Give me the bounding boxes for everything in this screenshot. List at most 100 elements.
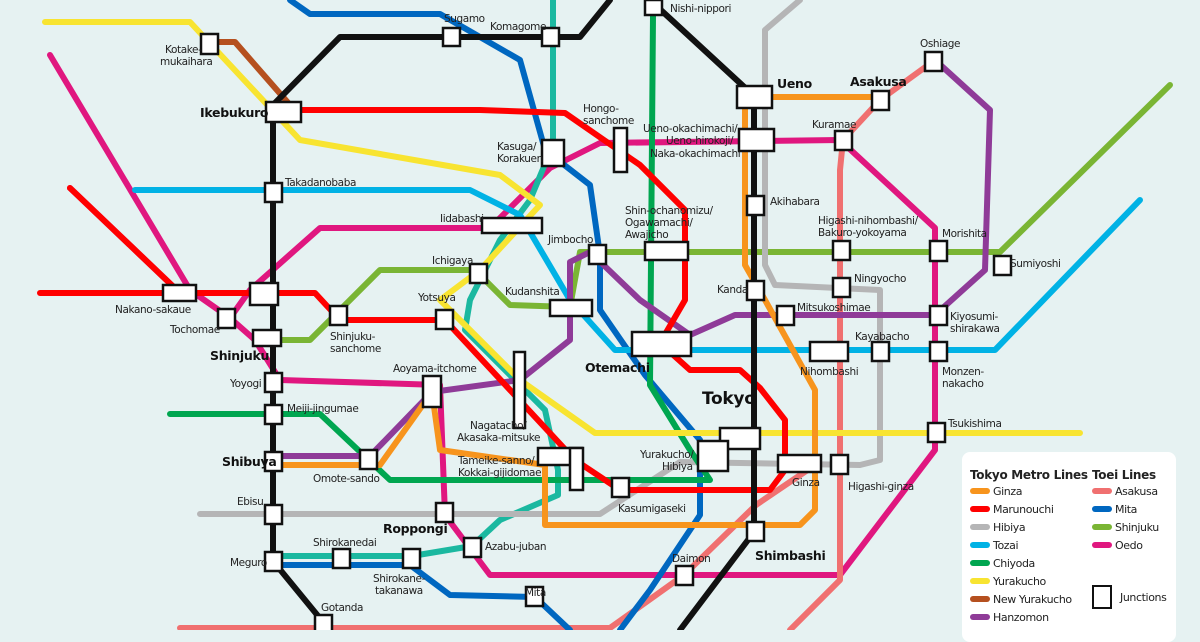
label-tochomae: Tochomae: [169, 324, 220, 336]
label-korakuen: Korakuen: [497, 153, 543, 165]
label-ueno-hirokoji: Ueno-hirokoji/: [666, 135, 734, 147]
legend-label: Junctions: [1120, 590, 1167, 604]
label-gotanda: Gotanda: [321, 602, 363, 614]
label-ebisu: Ebisu: [237, 496, 263, 508]
legend-metro: Tokyo Metro Lines Ginza Marunouchi Hibiy…: [970, 468, 1088, 626]
label-aoyama-itchome: Aoyama-itchome: [393, 363, 477, 375]
label-kotake: mukaihara: [160, 56, 212, 68]
label-ogawamachi: Ogawamachi/: [625, 217, 693, 229]
legend-metro-title: Tokyo Metro Lines: [970, 468, 1088, 482]
label-awajicho: Awajicho: [625, 229, 668, 241]
label-kasumigaseki: Kasumigaseki: [618, 503, 686, 515]
legend-item: New Yurakucho: [970, 590, 1088, 608]
junctions: [161, 0, 1013, 630]
legend-item: Chiyoda: [970, 554, 1088, 572]
label-otemachi: Otemachi: [585, 360, 650, 375]
label-nihombashi: Nihombashi: [800, 366, 858, 378]
label-morishita: Morishita: [942, 228, 987, 240]
label-ikebukuro: Ikebukuro: [200, 105, 269, 120]
label-sumiyoshi: Sumiyoshi: [1010, 258, 1061, 270]
label-nakano-sakaue: Nakano-sakaue: [115, 304, 191, 316]
label-yurakucho: Yurakucho/: [639, 449, 694, 461]
legend-label: New Yurakucho: [993, 592, 1072, 606]
legend-item: Mita: [1092, 500, 1166, 518]
legend-label: Marunouchi: [993, 502, 1054, 516]
legend-label: Shinjuku: [1115, 520, 1159, 534]
label-kanda: Kanda: [717, 284, 748, 296]
legend-item: Tozai: [970, 536, 1088, 554]
label-akihabara: Akihabara: [770, 196, 820, 208]
label-tsukishima: Tsukishima: [947, 418, 1002, 430]
map-legend: Tokyo Metro Lines Ginza Marunouchi Hibiy…: [962, 452, 1176, 642]
label-akasaka-mitsuke: Akasaka-mitsuke: [457, 432, 540, 444]
legend-item: Yurakucho: [970, 572, 1088, 590]
legend-label: Chiyoda: [993, 556, 1035, 570]
legend-item: Hanzomon: [970, 608, 1088, 626]
legend-toei: Toei Lines Asakusa Mita Shinjuku Oedo Ju…: [1092, 468, 1167, 609]
label-tokyo: Tokyo: [702, 389, 756, 409]
label-takadanobaba: Takadanobaba: [284, 177, 356, 189]
legend-label: Ginza: [993, 484, 1023, 498]
legend-toei-title: Toei Lines: [1092, 468, 1156, 482]
line-chiyoda: [167, 12, 713, 483]
legend-label: Yurakucho: [993, 574, 1046, 588]
label-azabu-juban: Azabu-juban: [485, 541, 546, 553]
legend-item: Oedo: [1092, 536, 1166, 554]
label-iidabashi: Iidabashi: [440, 213, 484, 225]
line-marunouchi-branch: [67, 185, 183, 296]
label-kasuga: Kasuga/: [497, 141, 537, 153]
legend-label: Mita: [1115, 502, 1138, 516]
legend-item: Asakusa: [1092, 482, 1166, 500]
line-mita-south: [270, 562, 573, 630]
label-meiji-jingumae: Meiji-jingumae: [287, 403, 358, 415]
label-ichigaya: Ichigaya: [432, 255, 473, 267]
label-nagatacho: Nagatacho/: [470, 420, 527, 432]
label-shimbashi: Shimbashi: [755, 548, 826, 563]
label-mitsukoshimae: Mitsukoshimae: [797, 302, 870, 314]
legend-label: Hanzomon: [993, 610, 1049, 624]
label-shin-ochanomizu: Shin-ochanomizu/: [625, 205, 714, 217]
line-new-yurakucho: [207, 39, 293, 108]
label-kayabacho: Kayabacho: [855, 331, 909, 343]
label-kudanshita: Kudanshita: [505, 286, 559, 298]
legend-junctions: Junctions: [1092, 585, 1167, 609]
label-shinjuku: Shinjuku: [210, 348, 269, 363]
label-ueno: Ueno: [777, 76, 813, 91]
label-monzen-nakacho: nakacho: [942, 378, 983, 390]
label-hibiya: Hibiya: [662, 461, 693, 473]
label-yoyogi: Yoyogi: [229, 378, 261, 390]
label-shinjuku-sanchome: sanchome: [330, 343, 381, 355]
label-kotake: Kotake-: [165, 44, 202, 56]
label-sugamo: Sugamo: [444, 13, 485, 25]
label-mita: Mita: [525, 587, 546, 599]
legend-label: Asakusa: [1115, 484, 1158, 498]
label-kuramae: Kuramae: [812, 119, 856, 131]
label-shirakawa: shirakawa: [950, 323, 1000, 335]
label-ginza: Ginza: [792, 477, 820, 489]
label-ueno-okachimachi: Ueno-okachimachi/: [643, 123, 738, 135]
label-meguro: Meguro: [230, 557, 267, 569]
label-monzen-nakacho: Monzen-: [942, 366, 984, 378]
label-shirokane-takanawa: Shirokane-: [373, 573, 426, 585]
label-oshiage: Oshiage: [920, 38, 960, 50]
label-tameike-sanno: Tameike-sanno/: [457, 455, 535, 467]
label-nishi-nippori: Nishi-nippori: [670, 3, 731, 15]
line-yurakucho: [42, 19, 1083, 436]
label-shibuya: Shibuya: [222, 454, 277, 469]
label-komagome: Komagome: [490, 21, 546, 33]
label-higashi-ginza: Higashi-ginza: [848, 481, 914, 493]
label-asakusa: Asakusa: [850, 74, 907, 89]
label-kokkai-gijidomae: Kokkai-gijidomae: [458, 467, 541, 479]
label-daimon: Daimon: [672, 553, 710, 565]
legend-item: Marunouchi: [970, 500, 1088, 518]
line-jr-east: [647, 0, 757, 630]
label-bakuro-yokoyama: Bakuro-yokoyama: [818, 227, 906, 239]
label-jimbocho: Jimbocho: [547, 234, 593, 246]
label-hongo: Hongo-: [583, 103, 619, 115]
label-roppongi: Roppongi: [383, 521, 447, 536]
label-ningyocho: Ningyocho: [854, 273, 906, 285]
legend-item: Shinjuku: [1092, 518, 1166, 536]
label-kiyosumi: Kiyosumi-: [950, 311, 999, 323]
label-omote-sando: Omote-sando: [313, 473, 380, 485]
